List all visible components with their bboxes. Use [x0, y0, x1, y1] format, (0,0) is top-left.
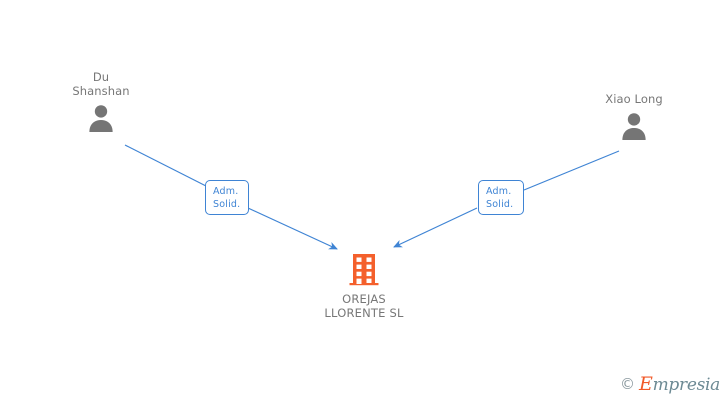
company-label-orejas-llorente: OREJAS LLORENTE SL — [324, 292, 404, 320]
person-icon — [622, 113, 646, 140]
watermark-brand-rest: mpresia — [652, 375, 721, 395]
person-label-du-shanshan: Du Shanshan — [72, 70, 130, 98]
building-icon — [349, 254, 379, 286]
edge-line-left-lower — [247, 207, 338, 250]
watermark-brand: Empresia — [639, 375, 720, 394]
copyright-icon: © — [620, 375, 636, 393]
edge-label-left-adm-solid[interactable]: Adm. Solid. — [205, 180, 249, 215]
person-icon — [89, 105, 113, 132]
edge-line-right-lower — [393, 207, 478, 248]
edge-label-right-adm-solid[interactable]: Adm. Solid. — [478, 180, 524, 215]
person-node-xiao-long[interactable]: Xiao Long — [574, 92, 694, 140]
edge-line-right-upper — [523, 150, 620, 191]
person-node-du-shanshan[interactable]: Du Shanshan — [41, 70, 161, 132]
watermark-brand-initial: E — [639, 373, 653, 395]
edge-line-left-upper — [124, 144, 207, 187]
person-label-xiao-long: Xiao Long — [605, 92, 663, 106]
watermark-empresia: © Empresia — [620, 375, 720, 394]
company-node-orejas-llorente[interactable]: OREJAS LLORENTE SL — [289, 254, 439, 320]
